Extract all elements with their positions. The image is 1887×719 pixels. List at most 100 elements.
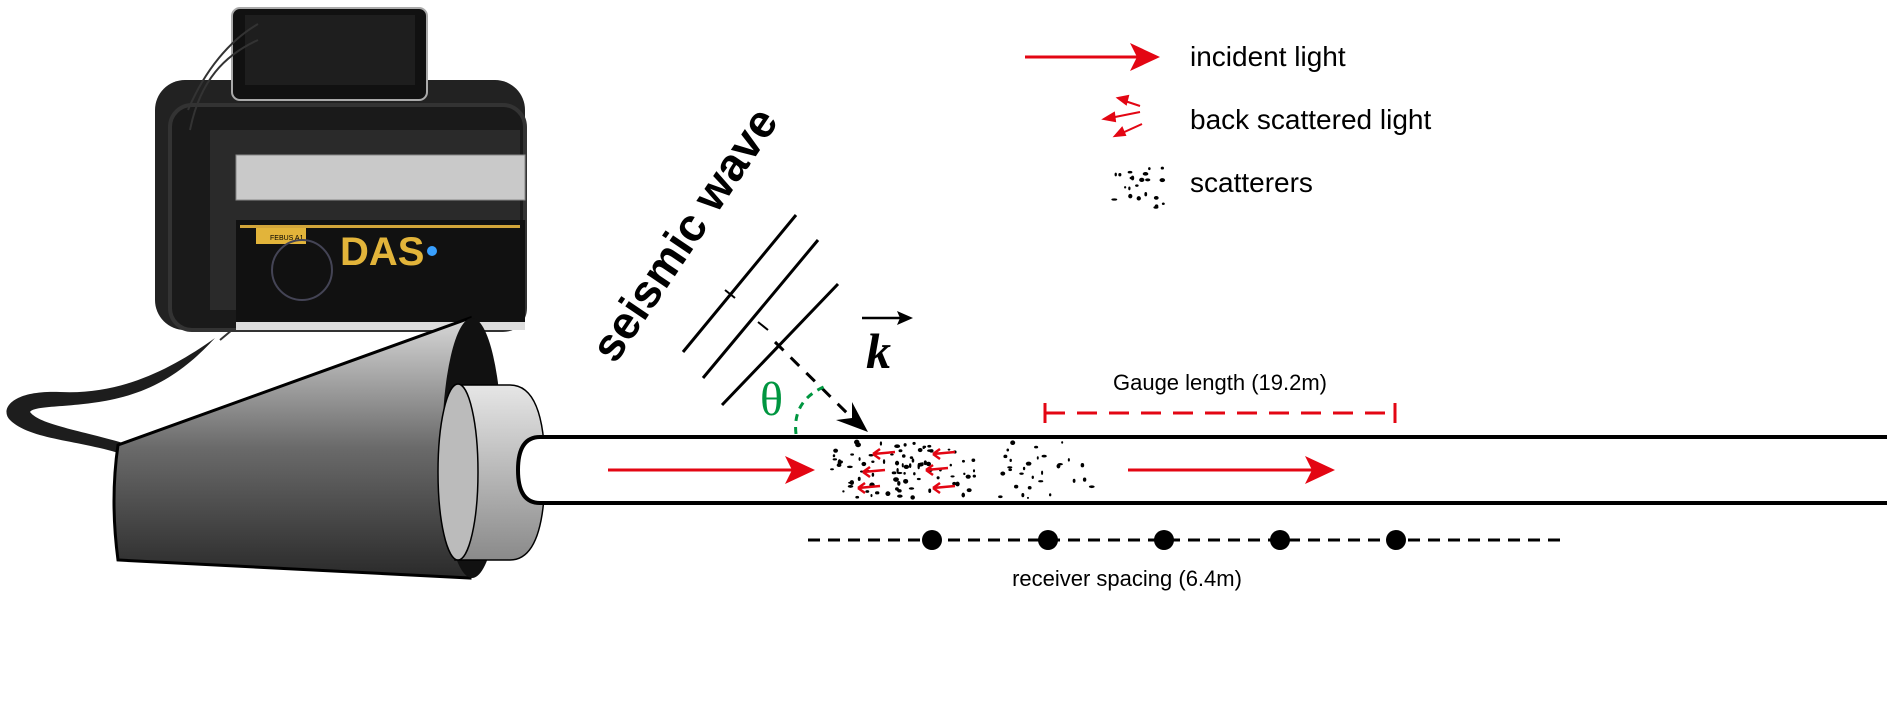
scatterer-dot — [1008, 468, 1013, 472]
scatterer-dot — [903, 464, 910, 469]
scatterer-dot — [857, 476, 861, 481]
scatterer-dot — [879, 441, 883, 446]
scatterer-dot — [908, 463, 912, 468]
scatterer-dot — [854, 439, 860, 445]
legend-incident: incident light — [1190, 41, 1346, 72]
scatterer-dot — [903, 478, 909, 484]
scatterer-dot — [998, 495, 1003, 499]
scatterer-dot — [861, 461, 867, 467]
scatterer-dot — [926, 461, 932, 467]
brand-label: FEBUS A1 — [270, 235, 304, 242]
das-device: FEBUS A1 DAS — [155, 7, 527, 341]
scatterer-dot — [950, 475, 955, 478]
vector-arrow-icon — [897, 311, 913, 325]
gauge-length-marker — [1043, 403, 1397, 423]
scatterer-dot — [927, 449, 932, 452]
gauge-length-label: Gauge length (19.2m) — [1113, 370, 1327, 395]
connector-cone — [112, 315, 472, 580]
scatterer-dot — [837, 459, 842, 465]
scatterer-dot — [1136, 196, 1141, 201]
scatterer-dot — [1128, 186, 1131, 191]
scatterer-dot — [901, 454, 906, 458]
scatterer-dot — [896, 471, 903, 475]
scatterer-dot — [909, 456, 914, 459]
backscatter-arrow — [925, 463, 949, 477]
scatterer-dot — [1022, 466, 1026, 471]
scatterer-dot — [890, 453, 894, 456]
scatterer-dot — [1118, 172, 1122, 177]
scatterer-dot — [850, 453, 855, 456]
angle-arc — [794, 384, 827, 435]
scatterer-dot — [1135, 184, 1139, 187]
backscatter-arrow — [932, 447, 956, 461]
scatterer-dot — [858, 457, 861, 461]
scatterer-dot — [961, 492, 966, 498]
legend-backscatter: back scattered light — [1190, 104, 1431, 135]
scatterer-dot — [1142, 172, 1149, 176]
scatterer-dot — [1019, 472, 1024, 475]
scatterer-dot — [917, 447, 923, 453]
scatterer-dot — [1139, 177, 1145, 182]
scatterer-dot — [1153, 195, 1159, 200]
backscatter-arrow — [932, 481, 956, 495]
scatterer-dot — [966, 488, 972, 493]
scatterer-dot — [871, 460, 875, 463]
scatterer-dot — [897, 494, 903, 498]
scatterer-dot — [1009, 458, 1012, 462]
scatterer-dot — [1128, 193, 1133, 199]
scatterer-dot — [1034, 445, 1039, 449]
scatterer-dot — [912, 441, 916, 445]
scatterer-dot — [1041, 454, 1047, 458]
scatterer-dot — [971, 458, 976, 462]
receiver-dot — [1038, 530, 1058, 550]
scatterer-dot — [847, 485, 854, 488]
scatterer-dot — [865, 490, 870, 493]
scatterer-dot — [882, 459, 886, 464]
scatterer-dot — [1006, 448, 1010, 452]
scatterer-dot — [1061, 441, 1064, 444]
scatterer-dot — [1127, 170, 1133, 174]
legend-scatterers: scatterers — [1190, 167, 1313, 198]
seismic-wave-label: seismic wave — [580, 98, 788, 371]
backscatter-arrows — [857, 447, 956, 495]
backscatter-arrow — [872, 447, 896, 461]
scatterer-dot — [955, 481, 960, 487]
scatterer-dot — [1159, 178, 1166, 183]
scatterer-dot — [1072, 478, 1076, 483]
scatterers-icon — [1111, 166, 1166, 209]
scatterer-dot — [891, 471, 897, 475]
scatterer-dot — [911, 458, 915, 463]
scatterer-dot — [917, 464, 920, 470]
scatterer-dot — [922, 446, 925, 450]
fiber-cable — [6, 338, 216, 455]
backscatter-arrow — [857, 481, 881, 495]
arrowhead-icon — [1305, 456, 1335, 484]
receiver-dot — [1270, 530, 1290, 550]
scatterer-dot — [1000, 471, 1006, 476]
scatterer-dot — [1067, 458, 1070, 462]
das-label: DAS — [340, 230, 424, 274]
wave-direction-arrow — [773, 340, 854, 420]
scatterer-dot — [846, 465, 853, 469]
incident-light-icon — [1130, 43, 1160, 71]
scatterer-dot — [1080, 463, 1085, 468]
scatterer-dot — [1082, 477, 1087, 482]
scatterer-dot — [916, 477, 921, 481]
scatterer-dot — [1048, 493, 1052, 497]
scatterer-dot — [1014, 484, 1019, 489]
scatterer-dot — [885, 491, 891, 497]
scatterer-dot — [832, 458, 838, 461]
scatterer-dot — [1057, 463, 1063, 466]
scatterer-dot — [830, 468, 834, 471]
scatterer-dot — [928, 488, 932, 493]
scatterer-dot — [908, 487, 915, 490]
scatterer-dot — [901, 463, 904, 468]
scatterer-dot — [965, 474, 971, 479]
scatterer-dot — [910, 495, 915, 500]
scatterer-dot — [927, 444, 932, 448]
scatterer-dot — [1026, 496, 1030, 499]
scatterer-dot — [1041, 470, 1044, 475]
power-button-icon — [427, 246, 437, 256]
receiver-spacing-label: receiver spacing (6.4m) — [1012, 566, 1242, 591]
scatterer-dot — [896, 468, 899, 473]
